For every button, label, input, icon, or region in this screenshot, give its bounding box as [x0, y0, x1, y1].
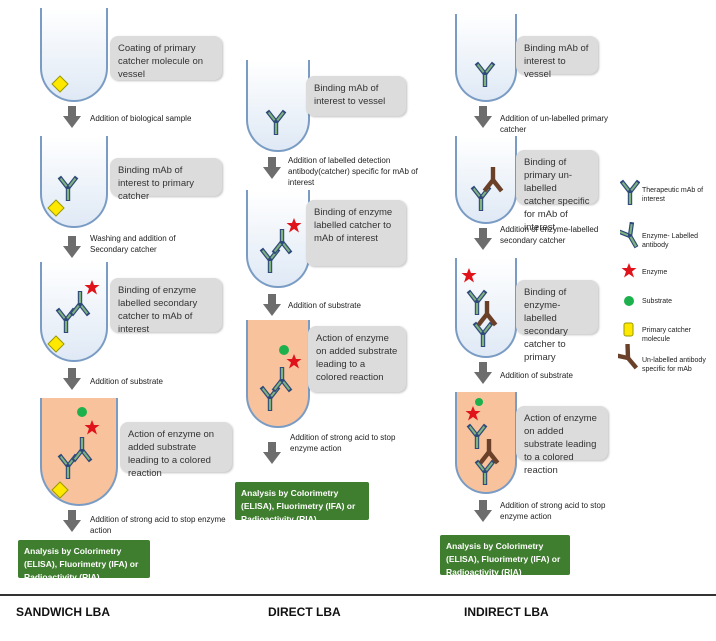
indirect-box-1: Binding mAb of interest to vessel	[516, 36, 598, 80]
indirect-step-1: Addition of un-labelled primary catcher	[500, 114, 609, 134]
sandwich-step-2: Washing and addition of Secondary catche…	[90, 234, 176, 254]
direct-vessel-1	[246, 60, 310, 152]
sandwich-vessel-3	[40, 262, 108, 362]
indirect-box-2: Binding of primary un-labelled catcher s…	[516, 150, 598, 233]
down-arrow-icon	[263, 294, 281, 316]
indirect-vessel-1	[455, 14, 517, 102]
indirect-box-3: Binding of enzyme-labelled secondary cat…	[516, 280, 598, 363]
down-arrow-icon	[63, 236, 81, 258]
sandwich-vessel-4	[40, 398, 118, 506]
unlabelled-antibody-icon	[618, 344, 638, 374]
indirect-vessel-3	[455, 258, 517, 358]
therapeutic-mab-icon	[474, 61, 496, 87]
down-arrow-icon	[263, 442, 281, 464]
enzyme-icon	[621, 263, 637, 278]
indirect-secondary-icon	[461, 268, 498, 347]
indirect-vessel-2	[455, 136, 517, 224]
down-arrow-icon	[63, 106, 81, 128]
therapeutic-mab-icon	[620, 179, 640, 205]
sandwich-vessel-1	[40, 8, 108, 102]
therapeutic-mab-icon	[265, 109, 287, 135]
direct-box-3: Action of enzyme on added substrate lead…	[308, 326, 406, 392]
direct-title: DIRECT LBA	[268, 605, 341, 619]
indirect-title: INDIRECT LBA	[464, 605, 549, 619]
sandwich-step-4: Addition of strong acid to stop enzyme a…	[90, 515, 226, 535]
down-arrow-icon	[474, 106, 492, 128]
legend-enzyme: Enzyme	[642, 269, 668, 276]
indirect-vessel-4	[455, 392, 517, 494]
direct-box-2: Binding of enzyme labelled catcher to mA…	[306, 200, 406, 266]
down-arrow-icon	[474, 228, 492, 250]
direct-complex-icon	[259, 218, 302, 273]
substrate-icon	[624, 296, 634, 306]
legend-therapeutic: Therapeutic mAb of interest	[642, 187, 704, 203]
direct-step-2: Addition of substrate	[288, 301, 361, 310]
footer-divider	[0, 594, 716, 596]
sandwich-box-1: Coating of primary catcher molecule on v…	[110, 36, 222, 80]
sandwich-box-2: Binding mAb of interest to primary catch…	[110, 158, 222, 202]
enzyme-labelled-antibody-icon	[620, 222, 640, 252]
sandwich-analysis: Analysis by Colorimetry (ELISA), Fluorim…	[18, 540, 150, 582]
sandwich-step-1: Addition of biological sample	[90, 114, 192, 123]
indirect-box-4: Action of enzyme on added substrate lead…	[516, 406, 608, 476]
sandwich-step-3: Addition of substrate	[90, 377, 163, 386]
down-arrow-icon	[474, 500, 492, 522]
direct-vessel-2	[246, 190, 310, 288]
sandwich-complex-icon	[47, 280, 100, 353]
sandwich-box-4: Action of enzyme on added substrate lead…	[120, 422, 232, 479]
direct-box-1: Binding mAb of interest to vessel	[306, 76, 406, 116]
reaction-icon	[51, 407, 100, 499]
sandwich-box-3: Binding of enzyme labelled secondary cat…	[110, 278, 222, 335]
direct-vessel-3	[246, 320, 310, 428]
legend-substrate: Substrate	[642, 298, 672, 305]
indirect-step-2: Addition of enzyme-labelled secondary ca…	[500, 225, 599, 245]
down-arrow-icon	[63, 368, 81, 390]
reaction-icon	[465, 398, 500, 485]
sandwich-title: SANDWICH LBA	[16, 605, 110, 619]
down-arrow-icon	[474, 362, 492, 384]
sandwich-vessel-2	[40, 136, 108, 228]
down-arrow-icon	[263, 157, 281, 179]
antibody-capture-icon	[47, 175, 79, 217]
direct-step-3: Addition of strong acid to stop enzyme a…	[290, 433, 396, 453]
legend-primary-catcher: Primary catcher molecule	[642, 327, 692, 343]
legend-enzyme-labelled: Enzyme- Labelled antibody	[642, 233, 699, 249]
down-arrow-icon	[63, 510, 81, 532]
indirect-step-3: Addition of substrate	[500, 371, 573, 380]
indirect-primary-icon	[470, 167, 504, 211]
reaction-icon	[259, 345, 302, 411]
primary-catcher-icon	[51, 75, 69, 93]
indirect-analysis: Analysis by Colorimetry (ELISA), Fluorim…	[440, 535, 570, 577]
direct-step-1: Addition of labelled detection antibody(…	[288, 156, 418, 187]
indirect-step-4: Addition of strong acid to stop enzyme a…	[500, 501, 606, 521]
direct-analysis: Analysis by Colorimetry (ELISA), Fluorim…	[235, 482, 369, 524]
primary-catcher-icon	[623, 322, 634, 337]
legend-unlabelled: Un-labelled antibody specific for mAb	[642, 357, 706, 373]
